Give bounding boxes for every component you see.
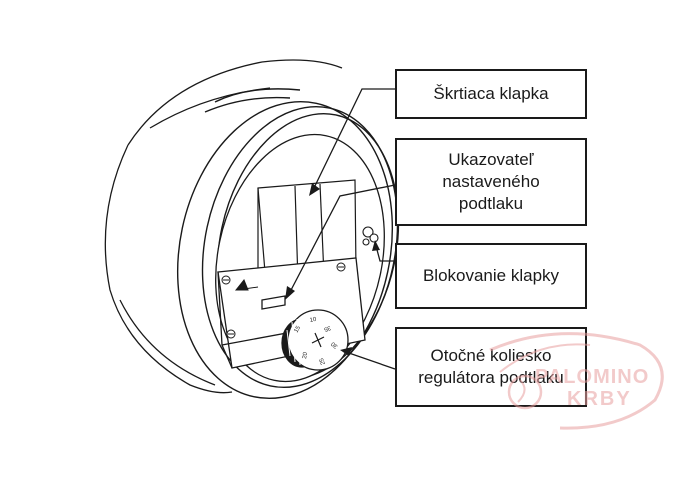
arrowhead-flap-lock xyxy=(372,240,380,251)
dial-number-25: 25 xyxy=(319,356,327,365)
callout-indicator-line-3: podtlaku xyxy=(458,194,524,213)
callout-throttle-flap-text: Škrtiaca klapka xyxy=(433,84,549,103)
knob-grip-ribs xyxy=(286,318,301,366)
leader-indicator xyxy=(289,184,396,293)
dial-numbers: 10 15 20 25 30 35 xyxy=(294,317,340,366)
brand-logo xyxy=(234,279,259,291)
callout-indicator: Ukazovateľ nastaveného podtlaku xyxy=(395,138,587,226)
dial-number-10: 10 xyxy=(309,317,317,324)
regulator-knob xyxy=(281,309,349,371)
leader-flap-lock xyxy=(375,245,395,262)
arrowheads xyxy=(285,183,380,356)
callout-knob-line-1: Otočné koliesko xyxy=(430,346,552,365)
dial-number-30: 30 xyxy=(330,340,339,349)
leader-throttle-flap xyxy=(312,88,395,191)
callout-indicator-line-2: nastaveného xyxy=(442,172,540,191)
knob-center-mark xyxy=(311,332,325,348)
callout-knob-line-2: regulátora podtlaku xyxy=(418,368,564,387)
dial-number-20: 20 xyxy=(302,351,309,359)
callout-knob: Otočné koliesko regulátora podtlaku xyxy=(395,327,587,407)
arrowhead-knob xyxy=(340,347,352,356)
arrowhead-indicator xyxy=(285,286,295,300)
dial-number-35: 35 xyxy=(322,324,331,332)
callout-flap-lock-text: Blokovanie klapky xyxy=(422,266,560,285)
dial-number-15: 15 xyxy=(294,325,303,334)
leader-lines xyxy=(289,88,396,370)
screws xyxy=(221,262,346,339)
flap-lock-mechanism xyxy=(362,226,379,246)
cylinder-body xyxy=(104,59,343,394)
callout-indicator-line-1: Ukazovateľ xyxy=(448,150,534,169)
callout-flap-lock: Blokovanie klapky xyxy=(395,243,587,309)
callout-throttle-flap: Škrtiaca klapka xyxy=(395,69,587,119)
leader-knob xyxy=(345,351,396,370)
arrowhead-throttle-flap xyxy=(309,183,320,196)
